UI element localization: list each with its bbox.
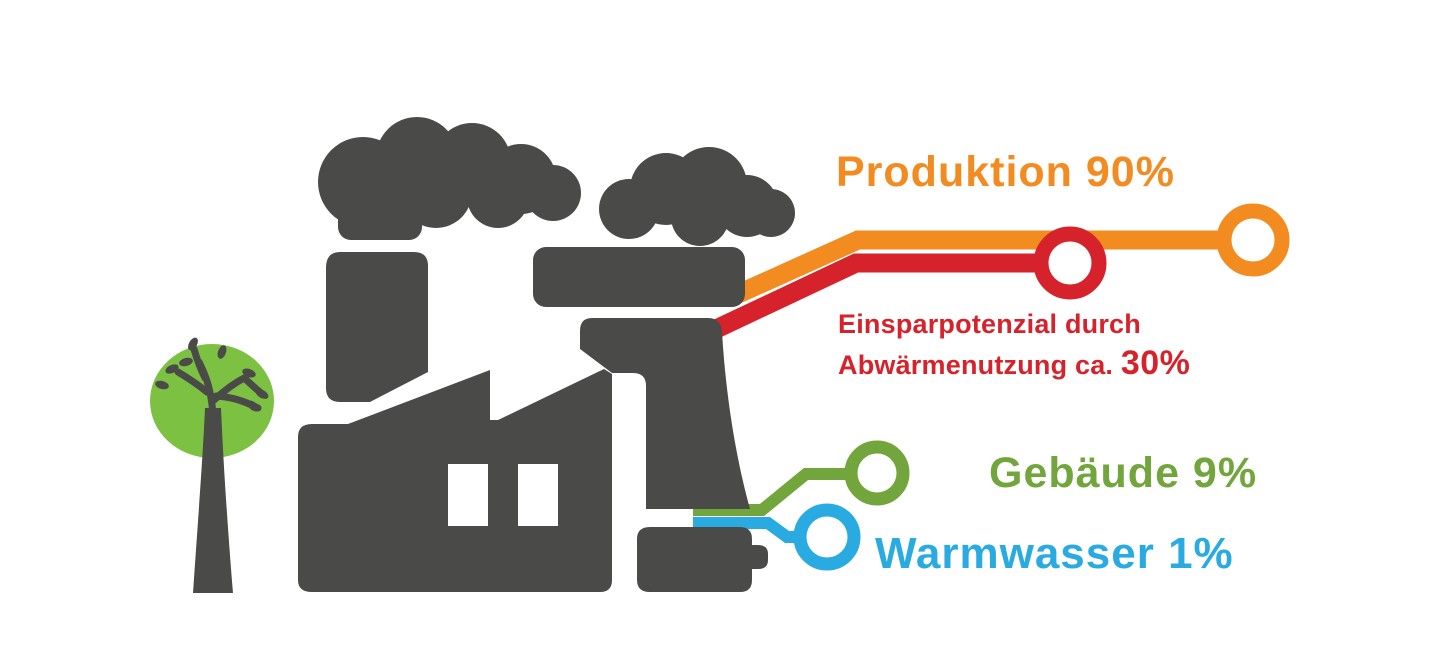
connector-nodes: [793, 203, 1290, 571]
chimney-cap: [338, 202, 422, 240]
hot-water-label: Warmwasser 1%: [875, 529, 1234, 578]
chimney-left: [326, 252, 428, 402]
hot-water-node-icon: [793, 503, 861, 571]
smoke-cloud-right-icon: [599, 147, 795, 246]
savings-label-line2-prefix: Abwärmenutzung ca.: [838, 350, 1121, 380]
building-node-icon: [844, 440, 910, 506]
savings-label-value: 30%: [1120, 344, 1191, 382]
savings-label: Einsparpotenzial durch Abwärmenutzung ca…: [838, 305, 1190, 385]
building-label: Gebäude 9%: [989, 449, 1258, 497]
tower-base: [637, 527, 768, 592]
connector-lines: [693, 230, 1253, 543]
production-node-icon: [1216, 203, 1290, 277]
production-line: [732, 230, 1253, 304]
factory-roof-bar: [533, 247, 745, 307]
savings-node-icon: [1033, 226, 1107, 300]
factory-window: [518, 464, 558, 526]
cooling-tower: [580, 318, 750, 509]
tree-icon: [150, 337, 274, 593]
factory-icon: [298, 117, 795, 592]
building-line: [693, 468, 848, 516]
savings-label-line2: Abwärmenutzung ca. 30%: [838, 344, 1190, 385]
factory-window: [448, 464, 488, 526]
savings-label-line1: Einsparpotenzial durch: [838, 309, 1141, 339]
production-label: Produktion 90%: [836, 148, 1175, 196]
savings-line: [709, 253, 1070, 339]
tree-branches: [174, 345, 264, 418]
tree-trunk: [155, 337, 269, 593]
